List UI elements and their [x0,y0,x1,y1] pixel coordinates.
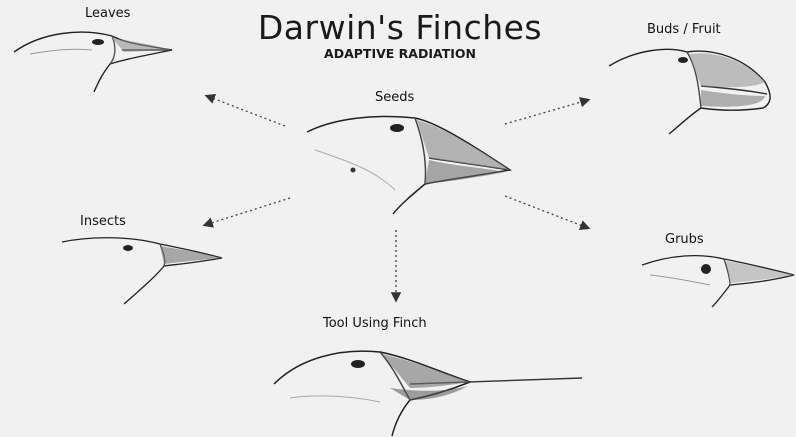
finch-leaves-illustration [12,20,182,100]
arrow-to-insects [205,198,290,225]
finch-tool-using-illustration [270,338,590,437]
finch-buds-fruit-illustration [605,38,785,138]
finch-grubs-illustration [640,245,796,315]
finch-seeds-illustration [305,110,515,220]
arrow-to-buds-fruit [505,100,588,124]
arrow-to-leaves [207,96,285,126]
finch-insects-illustration [60,230,230,310]
arrow-to-grubs [505,196,588,228]
